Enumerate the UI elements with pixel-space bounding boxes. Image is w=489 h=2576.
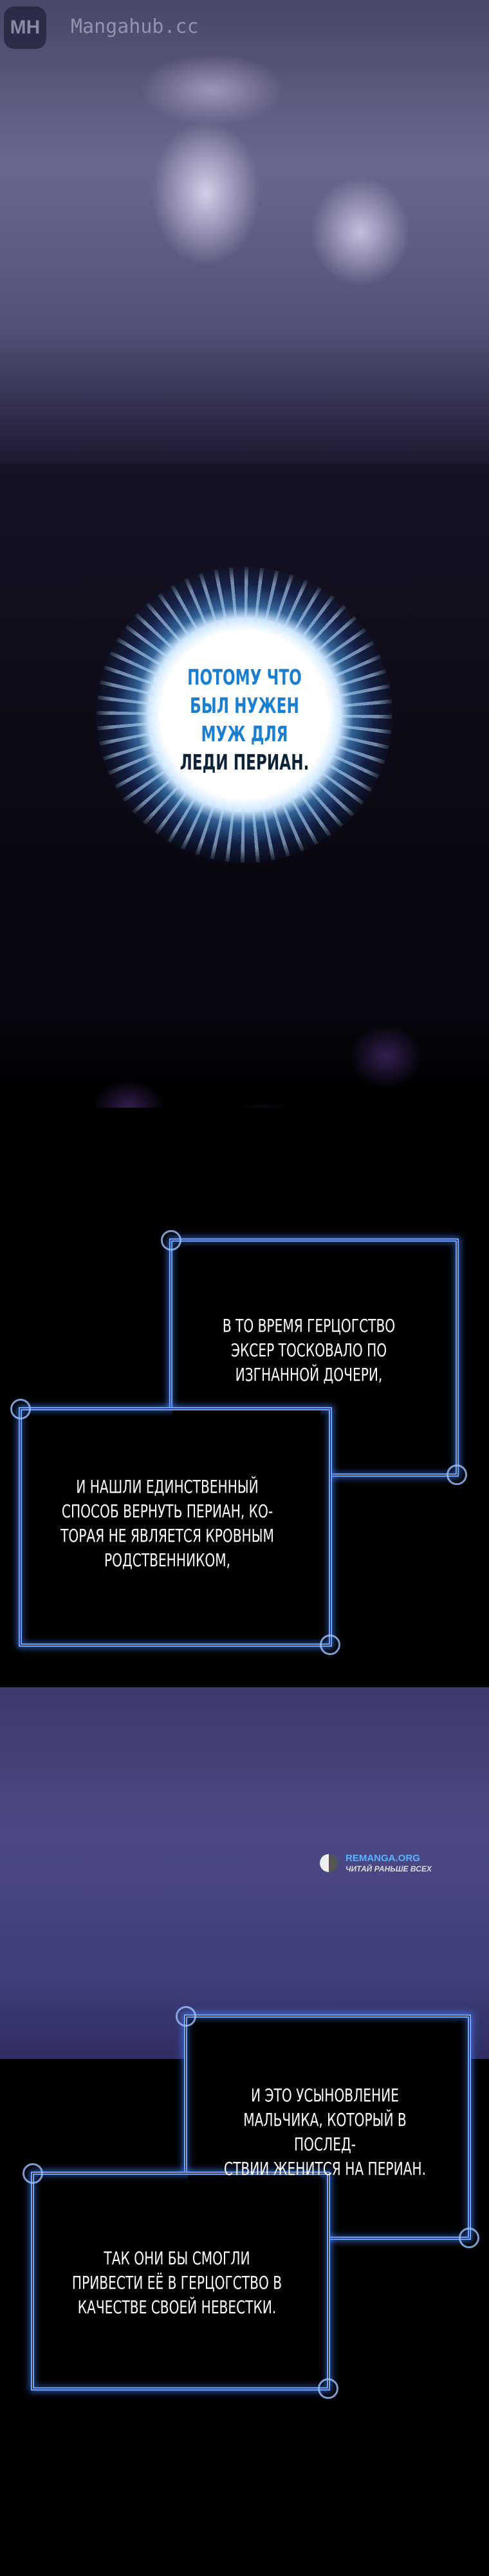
caption-line: И НАШЛИ ЕДИНСТВЕННЫЙ (76, 1476, 259, 1497)
caption-line: ЭКСЕР ТОСКОВАЛО ПО (230, 1340, 387, 1361)
caption-line: И ЭТО УСЫНОВЛЕНИЕ (251, 2085, 399, 2106)
remanga-slogan: ЧИТАЙ РАНЬШЕ ВСЕХ (346, 1864, 432, 1873)
yin-yang-icon (320, 1854, 338, 1872)
caption-line: БЫЛ НУЖЕН МУЖ ДЛЯ (190, 693, 299, 746)
caption-box-1: В ТО ВРЕМЯ ГЕРЦОГСТВО ЭКСЕР ТОСКОВАЛО ПО… (216, 1314, 401, 1387)
burst-caption: ПОТОМУ ЧТО БЫЛ НУЖЕН МУЖ ДЛЯ ЛЕДИ ПЕРИАН… (169, 663, 320, 777)
caption-box-3: И ЭТО УСЫНОВЛЕНИЕ МАЛЬЧИКА, КОТОРЫЙ В ПО… (219, 2083, 430, 2181)
caption-line: СТВИИ ЖЕНИТСЯ НА ПЕРИАН. (224, 2158, 426, 2179)
caption-line: В ТО ВРЕМЯ ГЕРЦОГСТВО (222, 1315, 396, 1336)
caption-line: МАЛЬЧИКА, КОТОРЫЙ В ПОСЛЕД- (243, 2109, 407, 2155)
caption-line: КАЧЕСТВЕ СВОЕЙ НЕВЕСТКИ. (77, 2297, 277, 2318)
burst-rays (97, 567, 392, 863)
remanga-site: REMANGA.ORG (346, 1853, 420, 1864)
mangahub-watermark: MH Mangahub.cc (4, 6, 199, 49)
caption-line: ПОТОМУ ЧТО (187, 665, 302, 690)
caption-line: ПРИВЕСТИ ЕЁ В ГЕРЦОГСТВО В (71, 2272, 282, 2293)
caption-line: ИЗГНАННОЙ ДОЧЕРИ, (235, 1364, 383, 1385)
caption-line: СПОСОБ ВЕРНУТЬ ПЕРИАН, КО- (61, 1501, 273, 1522)
mangahub-logo-icon: MH (4, 6, 46, 49)
caption-box-4: ТАК ОНИ БЫ СМОГЛИ ПРИВЕСТИ ЕЁ В ГЕРЦОГСТ… (66, 2246, 288, 2320)
caption-line: РОДСТВЕННИКОМ, (104, 1549, 231, 1571)
caption-line: ТОРАЯ НЕ ЯВЛЯЕТСЯ КРОВНЫМ (60, 1525, 274, 1546)
frame-merge (172, 1410, 320, 1468)
crowd-illustration-panel (0, 1687, 489, 2059)
caption-line: ТАК ОНИ БЫ СМОГЛИ (104, 2248, 250, 2269)
caption-line: ЛЕДИ ПЕРИАН. (180, 750, 309, 775)
caption-box-2: И НАШЛИ ЕДИНСТВЕННЫЙ СПОСОБ ВЕРНУТЬ ПЕРИ… (54, 1475, 281, 1573)
frame-merge (188, 2175, 320, 2230)
wedding-illustration-panel (0, 0, 489, 464)
mangahub-text: Mangahub.cc (71, 15, 199, 38)
